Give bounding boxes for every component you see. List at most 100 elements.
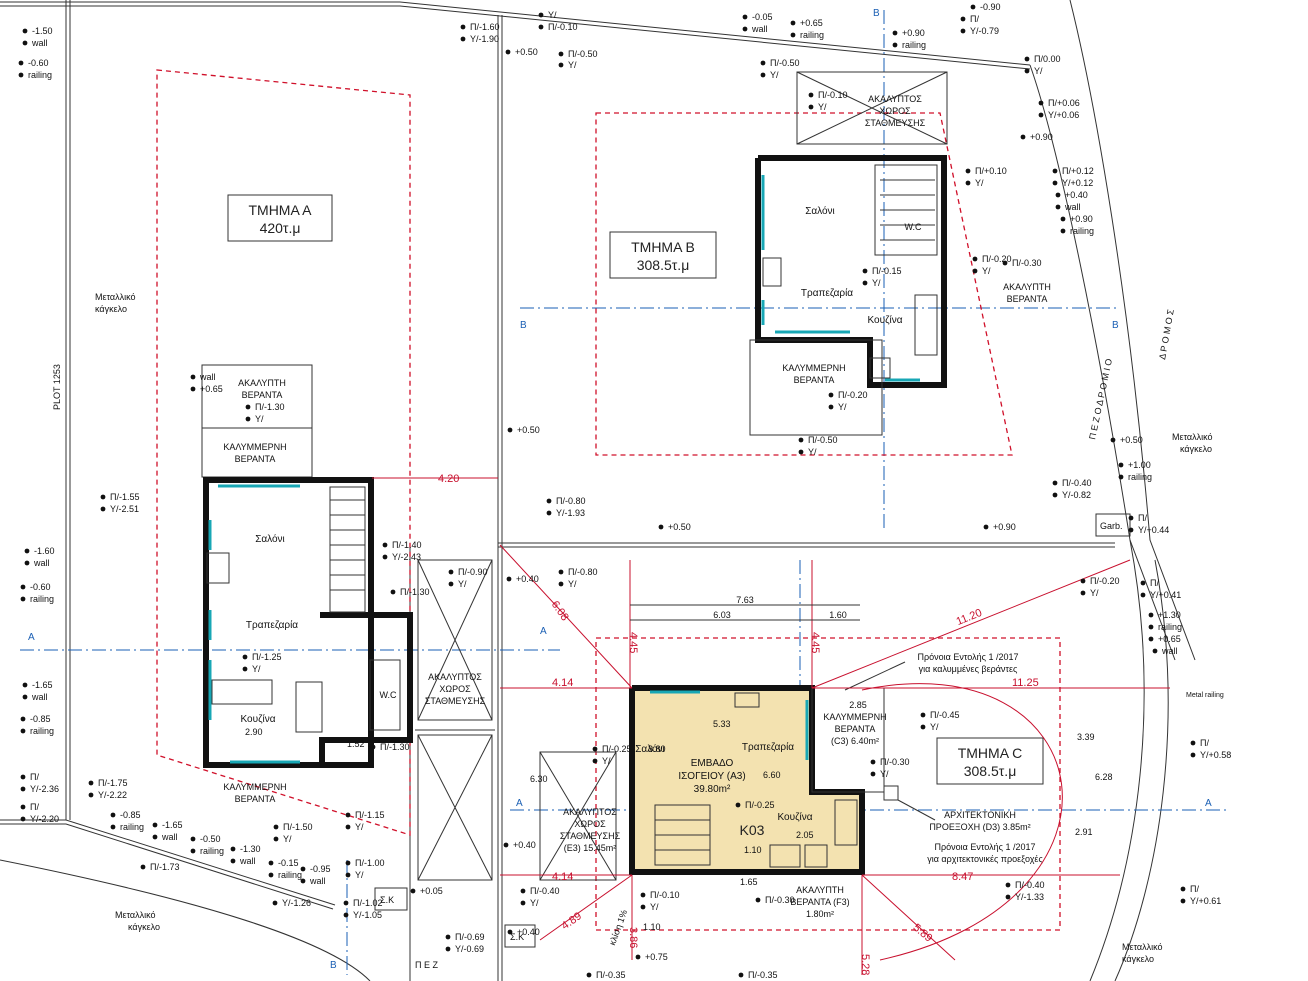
level-point-marker — [505, 49, 511, 55]
level-label: -0.15 — [278, 858, 299, 868]
level-point-marker — [343, 912, 349, 918]
level-label: railing — [902, 40, 926, 50]
parking-c-line1: ΑΚΑΛΥΠΤΟΣ — [563, 807, 617, 817]
level-point-marker — [558, 51, 564, 57]
level-label: Y/+0.06 — [1048, 110, 1079, 120]
level-label: Π/-0.50 — [770, 58, 800, 68]
level-label: railing — [800, 30, 824, 40]
fence-bottom-left-line1: Μεταλλικό — [115, 910, 156, 920]
level-point-marker — [972, 256, 978, 262]
dim-label: 4.89 — [560, 910, 584, 932]
red-dimensions: 4.20 6.08 4.45 4.45 11.20 4.14 11.25 4.1… — [372, 473, 1170, 975]
level-label: +1.00 — [1128, 460, 1151, 470]
level-point-marker — [448, 569, 454, 575]
level-point-marker — [640, 904, 646, 910]
level-label: Y/-2.20 — [30, 814, 59, 824]
level-label: Y/-1.26 — [282, 898, 311, 908]
level-label: Π/-0.10 — [650, 890, 680, 900]
level-point-marker — [503, 842, 509, 848]
level-point-marker — [273, 824, 279, 830]
level-label: Π/-1.55 — [110, 492, 140, 502]
dim-black: 3.39 — [1077, 732, 1095, 742]
level-point-marker — [742, 26, 748, 32]
level-label: Π/ — [1150, 578, 1159, 588]
dim-label: 4.14 — [552, 871, 573, 883]
level-point-marker — [808, 104, 814, 110]
level-point-marker — [983, 524, 989, 530]
level-point-marker — [268, 872, 274, 878]
level-label: wall — [309, 876, 326, 886]
level-label: +0.05 — [420, 886, 443, 896]
level-label: Π/-0.40 — [530, 886, 560, 896]
room-kitchen-a: Κουζίνα — [241, 713, 276, 725]
note-provision-arch-line2: για αρχιτεκτονικές προεξοχές — [927, 854, 1043, 864]
veranda-open-c-line3: 1.80m² — [806, 909, 834, 919]
level-label: railing — [1158, 622, 1182, 632]
level-point-marker — [88, 792, 94, 798]
level-label: Y/ — [568, 579, 577, 589]
level-point-marker — [460, 24, 466, 30]
level-label: +1.30 — [1158, 610, 1181, 620]
level-label: Π/ — [1190, 884, 1199, 894]
level-label: wall — [31, 38, 48, 48]
veranda-covered-a-line1: ΚΑΛΥΜΜΕΡΝΗ — [223, 442, 286, 452]
level-point-marker — [1080, 578, 1086, 584]
level-point-marker — [22, 694, 28, 700]
level-point-marker — [242, 654, 248, 660]
level-point-marker — [1060, 228, 1066, 234]
level-point-marker — [1052, 492, 1058, 498]
level-label: -1.65 — [32, 680, 53, 690]
level-label: +0.50 — [668, 522, 691, 532]
level-point-marker — [658, 524, 664, 530]
level-label: -0.85 — [30, 714, 51, 724]
level-point-marker — [1110, 437, 1116, 443]
level-point-marker — [18, 72, 24, 78]
level-point-marker — [870, 771, 876, 777]
level-point-marker — [546, 498, 552, 504]
level-label: Y/+0.44 — [1138, 525, 1169, 535]
level-label: railing — [1070, 226, 1094, 236]
dim-label: 3.86 — [627, 927, 639, 948]
section-mark: A — [1205, 798, 1212, 809]
dim-black: 2.85 — [849, 700, 867, 710]
level-label: +0.90 — [993, 522, 1016, 532]
level-label: wall — [31, 692, 48, 702]
level-label: -0.60 — [30, 582, 51, 592]
level-label: wall — [1064, 202, 1081, 212]
parking-a-line2: ΧΩΡΟΣ — [439, 684, 471, 694]
level-point-marker — [1020, 134, 1026, 140]
dim-black: 6.30 — [530, 774, 548, 784]
dim-black: 2.90 — [245, 727, 263, 737]
level-point-marker — [1060, 216, 1066, 222]
level-point-marker — [1038, 112, 1044, 118]
dim-black: 3.80 — [648, 744, 666, 754]
level-label: Π/-1.02 — [353, 898, 383, 908]
level-label: +0.40 — [517, 927, 540, 937]
level-label: Π/ — [1200, 738, 1209, 748]
level-point-marker — [22, 28, 28, 34]
level-label: -0.90 — [980, 2, 1001, 12]
level-point-marker — [24, 560, 30, 566]
room-salon-a: Σαλόνι — [255, 533, 285, 545]
level-point-marker — [862, 268, 868, 274]
slope-label: κλίση 1% — [607, 908, 629, 946]
level-label: +0.65 — [1158, 634, 1181, 644]
level-label: -0.60 — [28, 58, 49, 68]
level-label: Y/-2.36 — [30, 784, 59, 794]
level-label: Y/-1.90 — [470, 34, 499, 44]
level-point-marker — [870, 759, 876, 765]
level-label: Π/-0.20 — [982, 254, 1012, 264]
level-point-marker — [920, 724, 926, 730]
veranda-covered-c-line1: ΚΑΛΥΜΜΕΡΝΗ — [823, 712, 886, 722]
parking-c-line3: ΣΤΑΘΜΕΥΣΗΣ — [560, 831, 621, 841]
level-label: Y/ — [548, 10, 557, 20]
metal-railing-label: Metal railing — [1186, 692, 1224, 699]
level-point-marker — [343, 900, 349, 906]
level-point-marker — [1052, 168, 1058, 174]
level-point-marker — [1140, 580, 1146, 586]
level-point-marker — [242, 666, 248, 672]
level-point-marker — [345, 860, 351, 866]
level-point-marker — [1052, 480, 1058, 486]
level-point-marker — [390, 589, 396, 595]
